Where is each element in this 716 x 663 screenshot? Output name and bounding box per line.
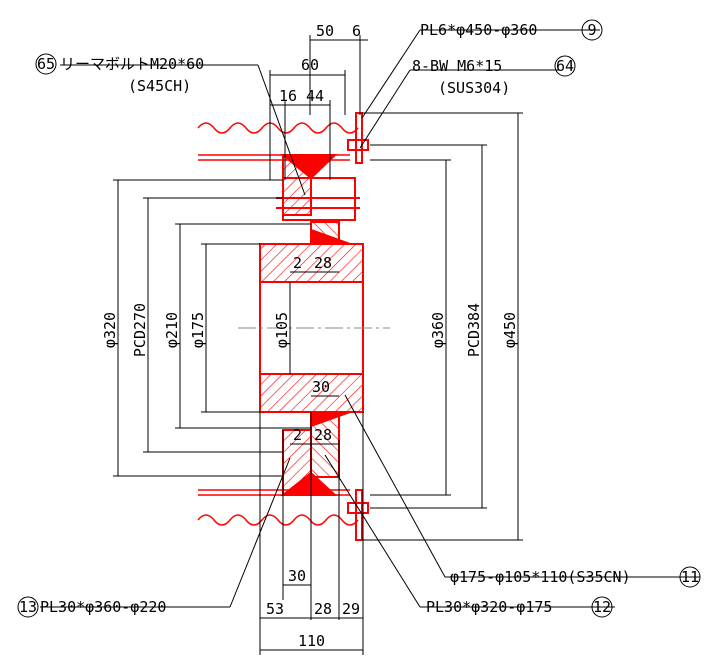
dim-30-upper: 30 — [312, 378, 330, 396]
svg-text:PL6*φ450-φ360: PL6*φ450-φ360 — [420, 21, 537, 39]
dim-44: 44 — [306, 87, 324, 105]
dim-phi450: φ450 — [501, 312, 519, 348]
svg-text:9: 9 — [587, 21, 596, 39]
dim-30-bottom: 30 — [288, 567, 306, 585]
dim-phi320: φ320 — [101, 312, 119, 348]
callout-65: 65 リーマボルトM20*60 (S45CH) — [35, 53, 204, 95]
callout-64: 8-BW M6*15 64 (SUS304) — [412, 55, 576, 97]
svg-text:(SUS304): (SUS304) — [438, 79, 510, 97]
svg-text:φ175-φ105*110(S35CN): φ175-φ105*110(S35CN) — [450, 568, 631, 586]
dim-28-lower: 28 — [314, 426, 332, 444]
dimension-lines — [40, 29, 700, 655]
callout-13: 13 PL30*φ360-φ220 — [17, 596, 166, 618]
dim-110: 110 — [298, 632, 325, 650]
svg-text:65: 65 — [37, 55, 55, 73]
dim-pcd270: PCD270 — [131, 303, 149, 357]
svg-text:PL30*φ320-φ175: PL30*φ320-φ175 — [426, 598, 552, 616]
dim-pcd384: PCD384 — [465, 303, 483, 357]
dim-phi210: φ210 — [163, 312, 181, 348]
callout-11: φ175-φ105*110(S35CN) 11 — [450, 566, 701, 588]
dim-60: 60 — [301, 56, 319, 74]
svg-text:13: 13 — [19, 598, 37, 616]
dim-phi175: φ175 — [189, 312, 207, 348]
dim-50: 50 — [316, 22, 334, 40]
dim-phi360: φ360 — [429, 312, 447, 348]
dim-53: 53 — [266, 600, 284, 618]
callout-12: PL30*φ320-φ175 12 — [426, 596, 613, 618]
callout-9: PL6*φ450-φ360 9 — [420, 19, 603, 41]
dim-2-upper: 2 — [293, 254, 302, 272]
svg-text:11: 11 — [681, 568, 699, 586]
dim-28-upper: 28 — [314, 254, 332, 272]
dim-6: 6 — [352, 22, 361, 40]
svg-text:リーマボルトM20*60: リーマボルトM20*60 — [60, 55, 204, 73]
dim-28-bottom: 28 — [314, 600, 332, 618]
dim-29: 29 — [342, 600, 360, 618]
dimension-texts: 50 6 60 16 44 2 28 30 2 28 30 53 28 29 1… — [101, 22, 519, 650]
dim-2-lower: 2 — [293, 426, 302, 444]
dim-phi105: φ105 — [273, 312, 291, 348]
svg-text:64: 64 — [556, 57, 574, 75]
svg-text:PL30*φ360-φ220: PL30*φ360-φ220 — [40, 598, 166, 616]
svg-text:12: 12 — [593, 598, 611, 616]
svg-text:(S45CH): (S45CH) — [128, 77, 191, 95]
dim-16: 16 — [279, 87, 297, 105]
hub-11 — [259, 243, 364, 413]
svg-text:8-BW M6*15: 8-BW M6*15 — [412, 57, 502, 75]
